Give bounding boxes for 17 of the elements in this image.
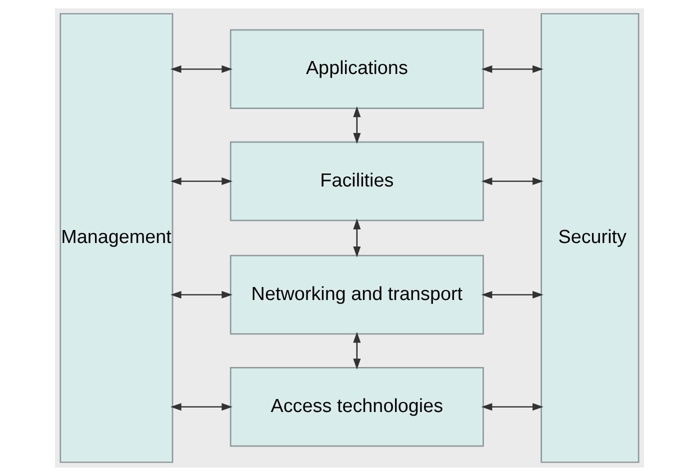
arrow <box>170 290 232 299</box>
node-box: Facilities <box>230 141 484 222</box>
arrow <box>353 218 361 258</box>
node-box: Management <box>60 13 174 463</box>
arrow <box>481 403 544 411</box>
arrow <box>170 403 232 411</box>
arrow <box>353 332 361 370</box>
node-box: Security <box>540 13 640 463</box>
node-box: Access technologies <box>230 367 484 447</box>
node-box: Applications <box>230 29 484 109</box>
arrow <box>170 65 232 73</box>
arrow <box>481 65 544 73</box>
node-box: Networking and transport <box>230 254 484 335</box>
arrow <box>481 290 544 299</box>
arrow <box>353 106 361 144</box>
arrow <box>170 177 232 186</box>
arrow <box>481 177 544 186</box>
